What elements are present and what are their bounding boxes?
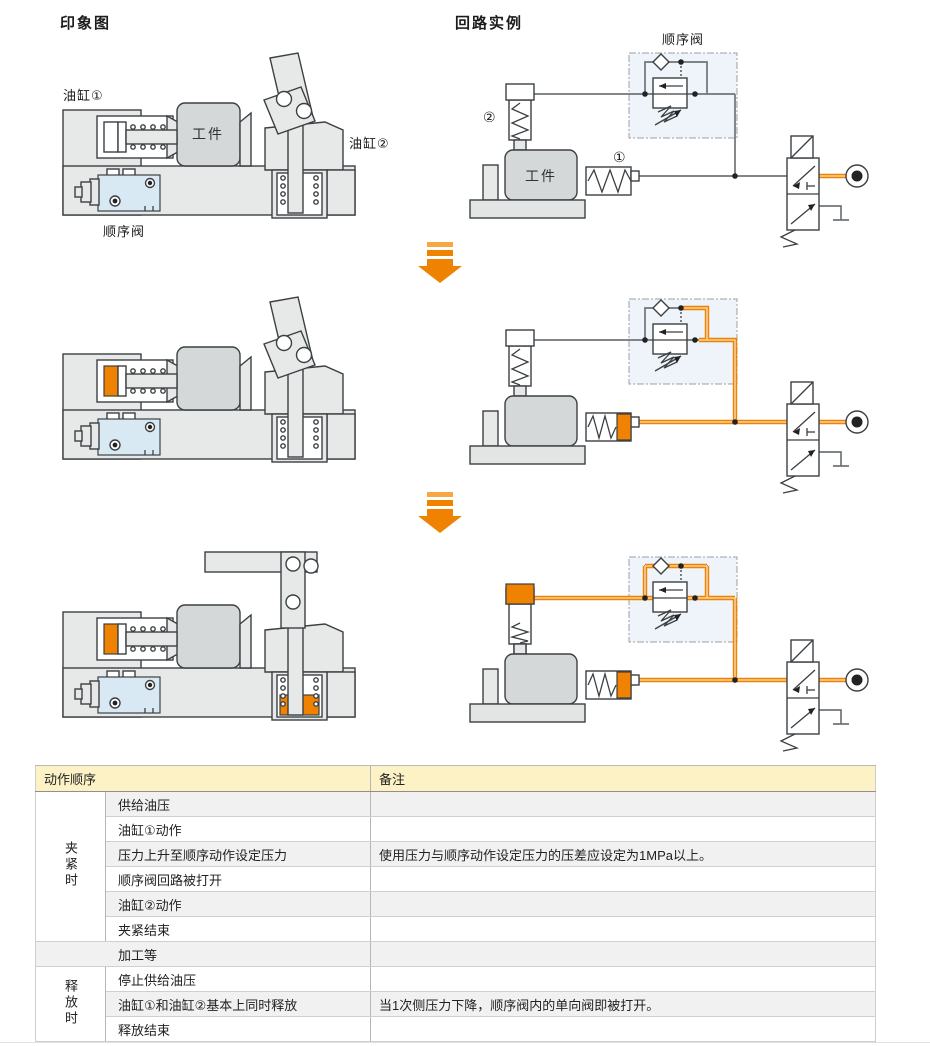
table-row-machining: 加工等	[35, 941, 876, 967]
circuit-diagram-step2	[469, 298, 869, 494]
down-arrow-icon	[418, 492, 462, 533]
impression-diagram-step2	[62, 296, 356, 463]
table-row: 压力上升至顺序动作设定压力 使用压力与顺序动作设定压力的压差应设定为1MPa以上…	[36, 841, 876, 867]
circuit-diagram-step3	[469, 556, 869, 752]
impression-diagram-step1: 油缸① 油缸② 工件 顺序阀	[62, 52, 390, 239]
action-sequence-table: 动作顺序 备注 夹紧时 供给油压 油缸①动作 压力上升至顺序动作设定压力 使用压…	[35, 765, 877, 1042]
table-row: 释放结束	[36, 1016, 876, 1042]
table-row: 夹紧时 供给油压	[35, 791, 876, 942]
header-remark: 备注	[370, 765, 876, 792]
sequence-valve-label: 顺序阀	[103, 224, 145, 239]
circuit-title: 回路实例	[455, 15, 524, 32]
cylinder2-cap-pressurized	[505, 583, 535, 605]
cylinder1-chamber-pressurized	[616, 671, 632, 699]
impression-diagram-step3	[62, 551, 356, 721]
sequence-valve-label: 顺序阀	[662, 32, 704, 47]
page-divider	[0, 1042, 930, 1043]
table-row: 释放时 停止供给油压	[35, 966, 876, 1042]
cylinder1-chamber-pressurized	[103, 623, 119, 655]
cylinder2-number: ②	[483, 109, 496, 125]
workpiece-label: 工件	[525, 168, 557, 184]
cylinder1-label: 油缸①	[63, 88, 104, 103]
cylinder2-label: 油缸②	[349, 136, 390, 151]
cylinder1-chamber-pressurized	[103, 365, 119, 397]
cylinder1-chamber-pressurized	[616, 413, 632, 441]
group-releasing: 释放时	[35, 966, 106, 1042]
workpiece-label: 工件	[192, 126, 224, 142]
header-action: 动作顺序	[35, 765, 371, 792]
table-row: 油缸②动作	[36, 891, 876, 917]
table-row: 油缸①动作	[36, 816, 876, 842]
circuit-diagram-step1: 顺序阀 ② ① 工件	[469, 32, 869, 248]
table-row: 夹紧结束	[36, 916, 876, 942]
table-header-row: 动作顺序 备注	[35, 765, 876, 792]
down-arrow-icon	[418, 242, 462, 283]
group-clamping: 夹紧时	[35, 791, 106, 942]
table-row: 油缸①和油缸②基本上同时释放 当1次侧压力下降，顺序阀内的单向阀即被打开。	[36, 991, 876, 1017]
impression-title: 印象图	[60, 15, 112, 32]
cylinder1-number: ①	[613, 149, 626, 165]
table-row: 顺序阀回路被打开	[36, 866, 876, 892]
cylinder1-chamber	[103, 121, 119, 153]
